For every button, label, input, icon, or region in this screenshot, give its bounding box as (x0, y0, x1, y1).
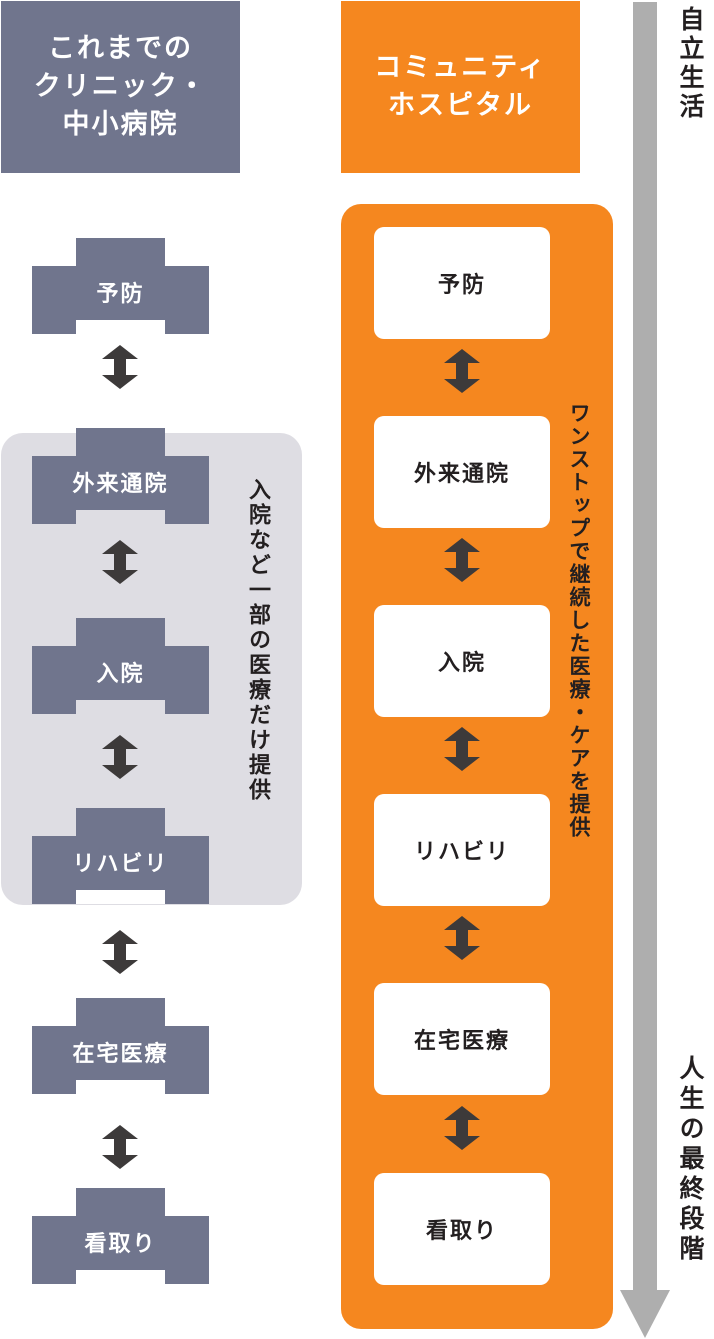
left-side-note: 入院など一部の医療だけ提供 (245, 478, 270, 803)
life-stage-timeline-bar (633, 2, 657, 1292)
double-arrow-icon (102, 930, 138, 974)
left-step-home-care: 在宅医療 (32, 998, 209, 1094)
right-step-end-of-life-care: 看取り (374, 1173, 550, 1285)
left-step-label: 予防 (96, 282, 145, 307)
right-step-rehabilitation: リハビリ (374, 794, 550, 906)
left-step-label: 外来通院 (72, 472, 169, 497)
double-arrow-icon (444, 916, 480, 960)
left-column-header: これまでの クリニック・ 中小病院 (1, 1, 240, 173)
left-step-rehabilitation: リハビリ (32, 808, 209, 904)
double-arrow-icon (444, 1106, 480, 1150)
down-arrow-icon (620, 1290, 670, 1338)
right-step-hospitalization: 入院 (374, 605, 550, 717)
left-header-line-3: 中小病院 (62, 109, 179, 140)
timeline-end-label: 人生の最終段階 (676, 1055, 705, 1265)
right-step-home-care: 在宅医療 (374, 983, 550, 1095)
left-header-line-1: これまでの (48, 33, 193, 64)
left-step-label: 入院 (96, 662, 145, 687)
left-step-end-of-life-care: 看取り (32, 1188, 209, 1284)
double-arrow-icon (102, 1125, 138, 1169)
left-step-label: 在宅医療 (72, 1042, 169, 1067)
left-step-label: 看取り (84, 1232, 157, 1257)
timeline-start-label: 自立生活 (676, 6, 705, 122)
double-arrow-icon (444, 538, 480, 582)
left-step-prevention: 予防 (32, 238, 209, 334)
right-column-header: コミュニティ ホスピタル (341, 1, 580, 173)
right-step-prevention: 予防 (374, 227, 550, 339)
right-header-line-1: コミュニティ (374, 52, 547, 83)
left-step-outpatient: 外来通院 (32, 428, 209, 524)
double-arrow-icon (102, 345, 138, 389)
right-step-outpatient: 外来通院 (374, 416, 550, 528)
left-step-hospitalization: 入院 (32, 618, 209, 714)
double-arrow-icon (444, 349, 480, 393)
left-header-line-2: クリニック・ (33, 71, 208, 102)
right-side-note: ワンストップで継続した医療・ケアを提供 (567, 402, 591, 839)
double-arrow-icon (102, 540, 138, 584)
right-header-line-2: ホスピタル (387, 90, 533, 121)
double-arrow-icon (102, 735, 138, 779)
one-stop-care-panel (341, 204, 613, 1329)
left-step-label: リハビリ (72, 852, 169, 877)
double-arrow-icon (444, 727, 480, 771)
